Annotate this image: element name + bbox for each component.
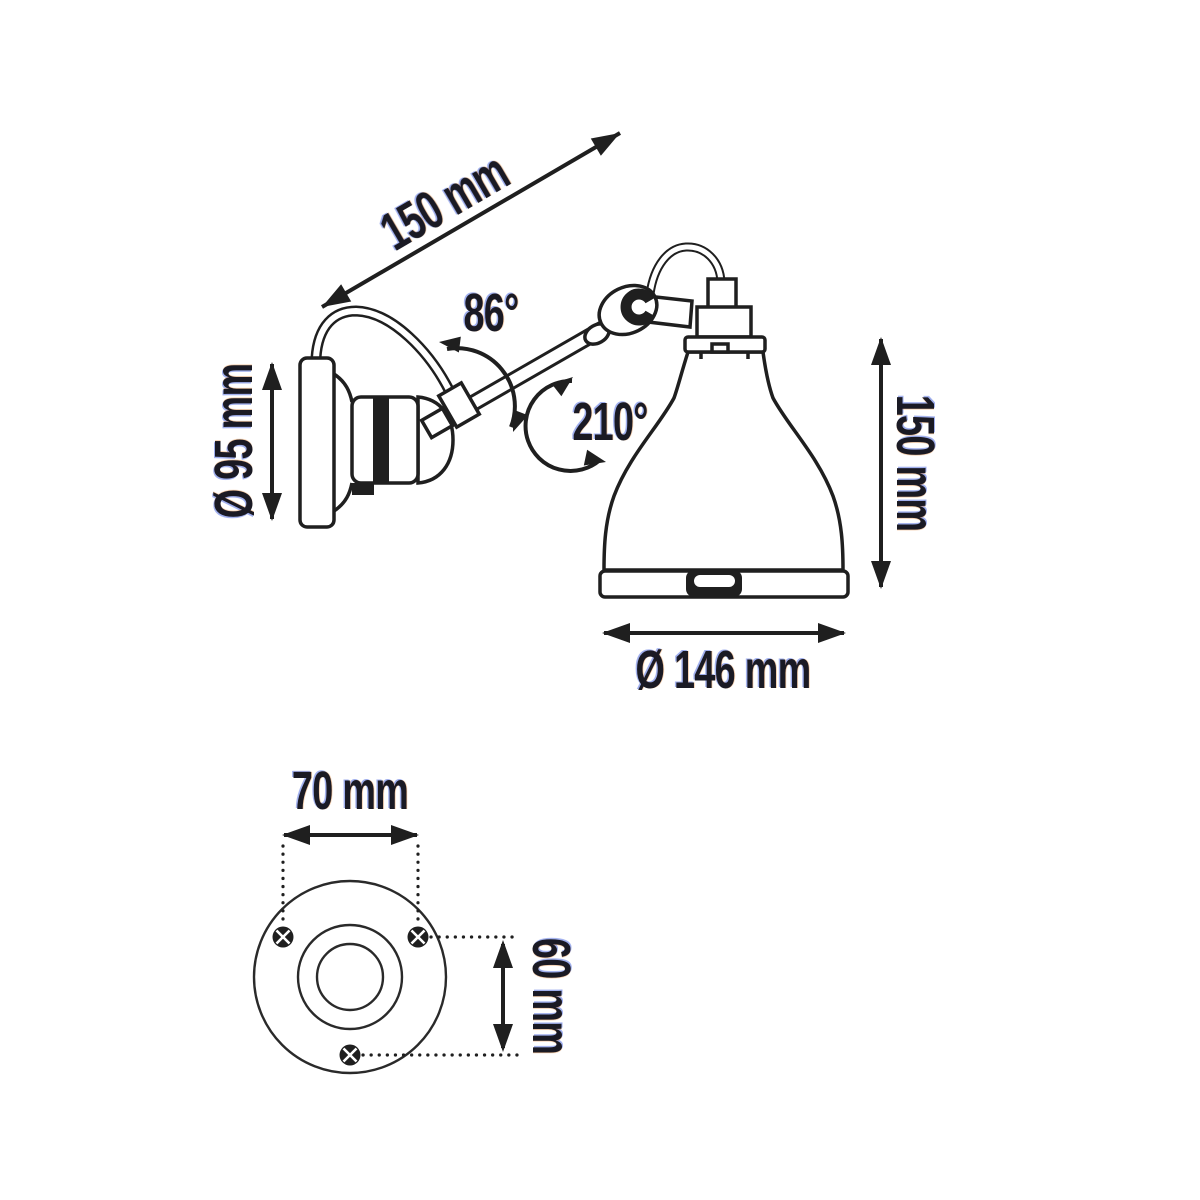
base-middle-circle: [296, 923, 404, 1031]
mounting-width-label: 70 mm: [292, 760, 408, 820]
shade-rotation-label: 210°: [572, 391, 647, 451]
shade-bell: [602, 350, 845, 572]
mounting-height-label: 60 mm: [521, 938, 581, 1054]
dimension-shade-rotation: 210°: [523, 377, 648, 473]
dimension-backplate-diameter: Ø 95 mm: [203, 362, 282, 521]
dimension-mounting-height: 60 mm: [493, 938, 582, 1054]
connector-notch: [710, 342, 730, 354]
arrowhead: [391, 825, 419, 845]
arrowhead: [871, 337, 891, 365]
swivel-angle-label: 86°: [463, 282, 518, 342]
shade-diameter-label: Ø 146 mm: [635, 639, 810, 699]
lamp-side-view: [298, 242, 850, 599]
arm-length-label: 150 mm: [370, 141, 518, 262]
arrowhead: [551, 377, 573, 397]
arrowhead: [602, 623, 630, 643]
socket-neck-top: [332, 372, 354, 403]
arrowhead: [493, 1024, 513, 1052]
connector-mid-block: [695, 305, 753, 339]
dimension-swivel-angle: 86°: [439, 282, 528, 432]
socket-black-band: [373, 397, 389, 483]
arrowhead: [493, 940, 513, 968]
cable-loop-inner: [647, 244, 724, 295]
connector-top-block: [706, 277, 738, 310]
base-plan-view: 70 mm 60 mm: [252, 760, 582, 1075]
arm-collar: [436, 380, 482, 430]
dimension-mounting-width: 70 mm: [282, 760, 419, 845]
dimension-shade-diameter: Ø 146 mm: [602, 623, 846, 700]
backplate-diameter-label: Ø 95 mm: [203, 364, 263, 519]
socket-neck-bottom: [332, 482, 354, 513]
screw-bottom: [339, 1044, 361, 1066]
screw-top-right: [407, 926, 429, 948]
joint-ring: [620, 288, 656, 326]
arrowhead: [322, 284, 352, 307]
socket-switch: [352, 483, 374, 495]
arm-tenon: [419, 405, 455, 441]
wall-plate: [298, 356, 336, 529]
power-cable-inner: [313, 307, 453, 394]
arrowhead: [262, 362, 282, 390]
arrowhead: [262, 493, 282, 521]
screw-top-left: [272, 926, 294, 948]
base-inner-circle: [315, 942, 385, 1012]
arrowhead: [583, 449, 606, 466]
flange-ticks: [699, 352, 750, 359]
arrowhead: [590, 133, 620, 156]
arrowhead: [513, 409, 528, 432]
arrowhead: [439, 336, 461, 353]
shade-clip-slot: [694, 575, 735, 587]
base-outer-circle: [252, 879, 448, 1075]
dimension-shade-height: 150 mm: [871, 337, 946, 589]
shade-height-label: 150 mm: [885, 395, 945, 532]
power-cable: [310, 305, 455, 395]
arrowhead: [282, 825, 310, 845]
arrowhead: [818, 623, 846, 643]
arrowhead: [871, 561, 891, 589]
